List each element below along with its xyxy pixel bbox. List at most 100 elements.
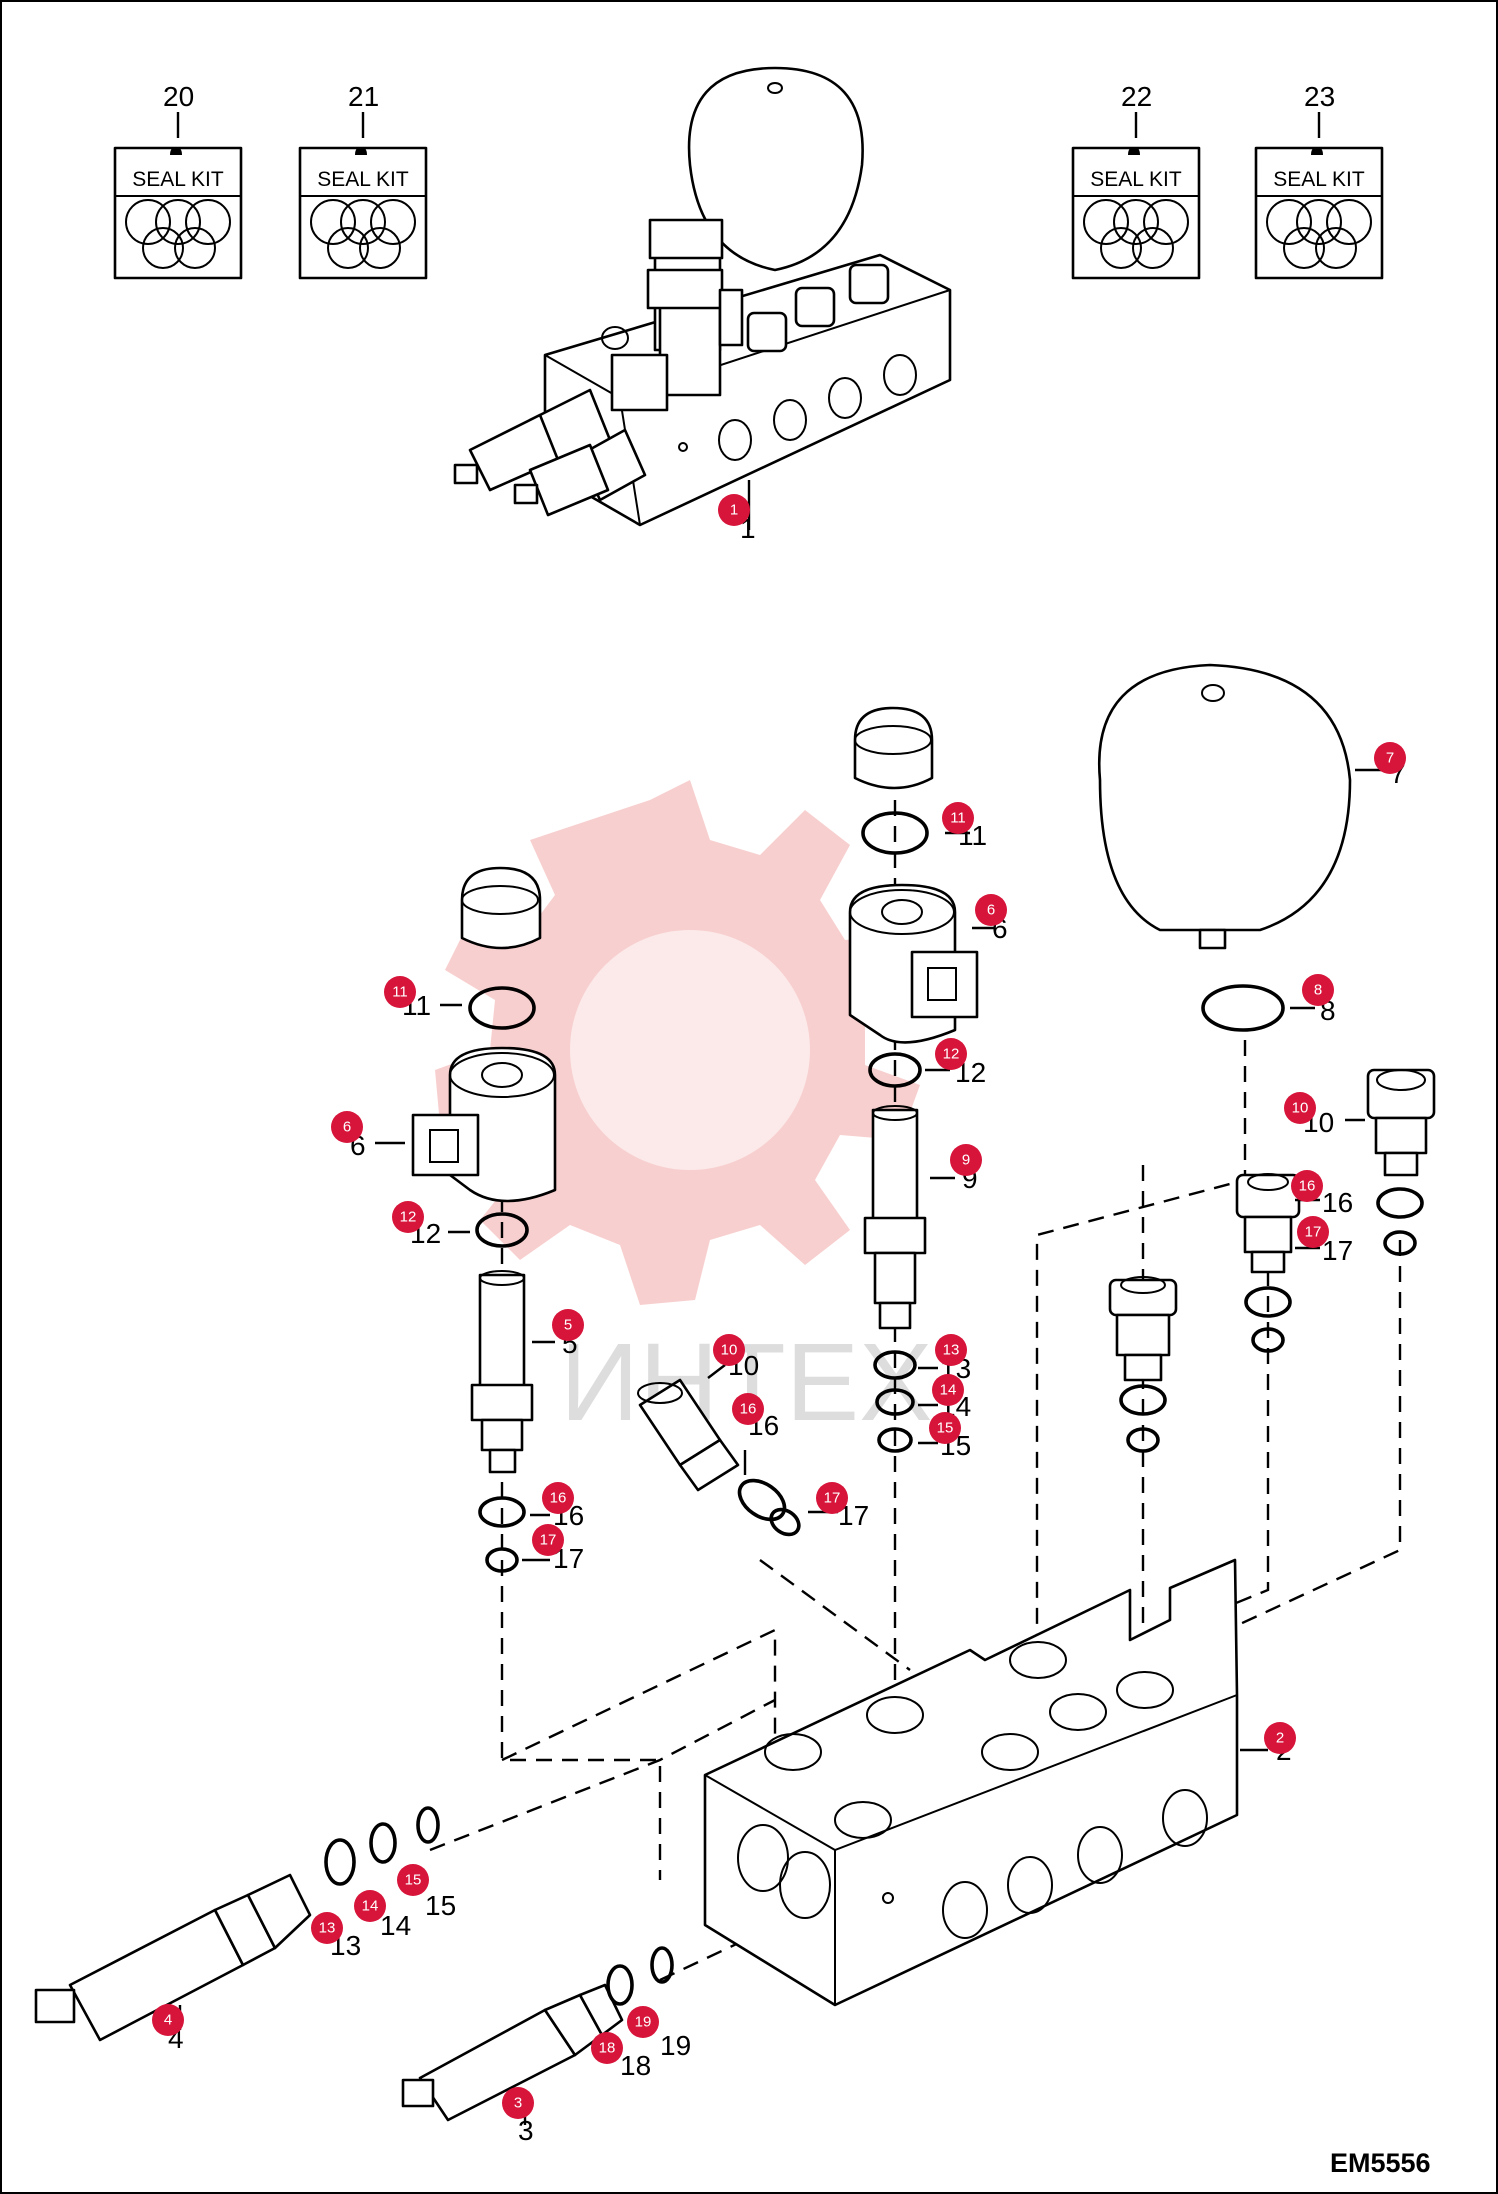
label-o-ring: 17 [1322, 1235, 1353, 1266]
o-ring [1244, 1286, 1292, 1318]
valve-plug-center[interactable] [1108, 1276, 1178, 1382]
coil-nut-center[interactable] [853, 706, 934, 790]
svg-text:12: 12 [943, 1046, 960, 1063]
svg-text:14: 14 [940, 1382, 957, 1399]
callout-badge: 8 [1302, 974, 1334, 1006]
callout-badge: 2 [1264, 1722, 1296, 1754]
accumulator[interactable] [1097, 663, 1352, 950]
seal-kit-20[interactable]: SEAL KIT 20 [113, 81, 243, 280]
callout-badge: 3 [502, 2087, 534, 2119]
svg-text:16: 16 [1299, 1178, 1316, 1195]
svg-text:10: 10 [1292, 1100, 1309, 1117]
svg-text:19: 19 [635, 2014, 652, 2031]
solenoid-coil-center[interactable] [848, 883, 979, 1044]
svg-text:11: 11 [950, 810, 966, 827]
solenoid-cartridge-large[interactable] [34, 1873, 312, 2042]
o-ring [478, 1496, 526, 1528]
callout-badge: 17 [816, 1482, 848, 1514]
callout-badge: 6 [331, 1111, 363, 1143]
callout-badge: 11 [942, 802, 974, 834]
svg-text:9: 9 [962, 1152, 970, 1169]
label-o-ring: 14 [380, 1910, 411, 1941]
callout-badge: 12 [392, 1201, 424, 1233]
callout-badge: 16 [732, 1393, 764, 1425]
o-ring [606, 1964, 634, 2006]
seal-kit-label: SEAL KIT [1090, 168, 1182, 191]
callout-badge: 1 [718, 494, 750, 526]
o-ring [475, 1212, 529, 1248]
svg-text:2: 2 [1276, 1730, 1284, 1747]
svg-text:4: 4 [164, 2012, 172, 2029]
svg-text:13: 13 [319, 1920, 336, 1937]
o-ring [369, 1822, 397, 1864]
label-relief-valve-small: 3 [518, 2115, 534, 2146]
svg-text:1: 1 [730, 502, 738, 519]
callout-badge: 17 [532, 1524, 564, 1556]
seal-kit-21[interactable]: SEAL KIT 21 [298, 81, 428, 280]
svg-text:15: 15 [937, 1420, 954, 1437]
label-seal-kit: 20 [163, 81, 194, 112]
assembly-path [429, 1698, 776, 1852]
valve-cartridge-left[interactable] [470, 1270, 534, 1474]
svg-text:17: 17 [824, 1490, 841, 1507]
solenoid-coil-left[interactable] [411, 1046, 557, 1203]
check-valve-far-right[interactable] [1366, 1068, 1436, 1177]
svg-text:5: 5 [564, 1317, 572, 1334]
o-ring [416, 1806, 440, 1844]
svg-text:13: 13 [943, 1342, 960, 1359]
assembly-path [759, 1559, 911, 1671]
callout-badge: 15 [929, 1412, 961, 1444]
o-ring [875, 1388, 915, 1416]
callout-badge: 18 [591, 2032, 623, 2064]
valve-assembly[interactable] [453, 66, 952, 527]
o-ring [1383, 1230, 1417, 1256]
callout-badge: 15 [397, 1864, 429, 1896]
coil-nut-left[interactable] [460, 866, 542, 950]
o-ring [650, 1946, 674, 1984]
o-ring [873, 1350, 917, 1380]
o-ring [468, 986, 536, 1030]
o-ring [1251, 1327, 1285, 1353]
seal-kit-label: SEAL KIT [1273, 168, 1365, 191]
check-valve-diagonal[interactable] [637, 1378, 740, 1492]
seal-kit-22[interactable]: SEAL KIT 22 [1071, 81, 1201, 280]
o-ring [324, 1838, 356, 1886]
valve-cartridge-center[interactable] [863, 1105, 927, 1330]
seal-kit-23[interactable]: SEAL KIT 23 [1254, 81, 1384, 280]
manifold-block[interactable] [703, 1558, 1239, 2007]
o-ring [868, 1052, 922, 1088]
callout-badge: 17 [1297, 1216, 1329, 1248]
label-o-ring: 16 [1322, 1187, 1353, 1218]
label-seal-kit: 22 [1121, 81, 1152, 112]
callout-badge: 10 [1284, 1092, 1316, 1124]
svg-text:8: 8 [1314, 982, 1322, 999]
callout-badge: 4 [152, 2004, 184, 2036]
svg-text:3: 3 [514, 2095, 522, 2112]
o-ring [1201, 984, 1285, 1032]
callout-badge: 12 [935, 1038, 967, 1070]
check-valve-right[interactable] [1235, 1173, 1301, 1274]
o-ring [485, 1547, 519, 1573]
callout-badge: 14 [932, 1374, 964, 1406]
svg-text:14: 14 [362, 1898, 379, 1915]
callout-badge: 13 [311, 1912, 343, 1944]
assembly-path [1008, 1270, 1270, 1740]
callout-badge: 10 [713, 1334, 745, 1366]
svg-text:15: 15 [405, 1872, 422, 1889]
o-ring [861, 811, 929, 855]
svg-text:11: 11 [392, 984, 408, 1001]
callout-badge: 6 [975, 894, 1007, 926]
svg-text:18: 18 [599, 2040, 616, 2057]
callout-badge: 16 [542, 1482, 574, 1514]
svg-text:16: 16 [740, 1401, 757, 1418]
svg-text:6: 6 [343, 1119, 351, 1136]
svg-text:12: 12 [400, 1209, 417, 1226]
o-ring [1376, 1187, 1424, 1219]
callout-badge: 9 [950, 1144, 982, 1176]
callout-badge: 5 [552, 1309, 584, 1341]
svg-text:6: 6 [987, 902, 995, 919]
seal-kit-label: SEAL KIT [132, 168, 224, 191]
label-o-ring: 18 [620, 2050, 651, 2081]
